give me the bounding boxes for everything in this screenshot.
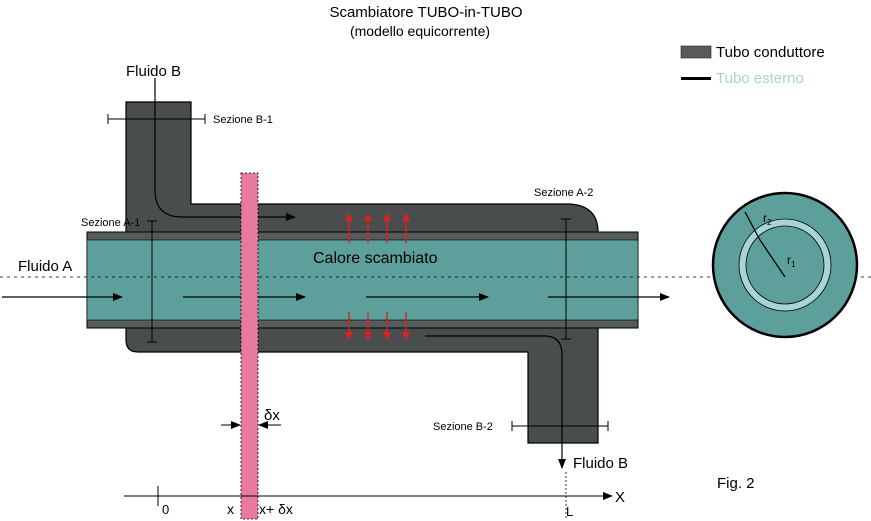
radius-r1-label: r1 — [787, 253, 796, 269]
radius-r1-line — [759, 239, 786, 278]
calore-scambiato-label: Calore scambiato — [313, 250, 438, 267]
figure-number: Fig. 2 — [717, 475, 755, 492]
fluido-a-label: Fluido A — [18, 258, 72, 275]
diagram-title: Scambiatore TUBO-in-TUBO — [329, 4, 522, 21]
x-axis-end-label: L — [566, 504, 573, 519]
fluid-b-outlet-arrow — [425, 335, 566, 469]
sezione-b2-label: Sezione B-2 — [433, 421, 493, 433]
heat-arrows-down — [345, 312, 410, 340]
fluido-b-outlet-label: Fluido B — [573, 455, 628, 472]
fluid-b-bend-arrow — [154, 189, 296, 221]
radius-r2-line — [744, 211, 761, 241]
legend: Tubo conduttore Tubo esterno — [680, 44, 825, 87]
fluid-a-channel — [86, 239, 639, 321]
sezione-b1-label: Sezione B-1 — [213, 114, 273, 126]
heat-arrows-up — [345, 213, 410, 243]
cross-section: r1 r2 — [711, 191, 859, 339]
sezione-a1-label: Sezione A-1 — [81, 217, 140, 229]
control-volume-slice — [240, 172, 259, 520]
diagram-subtitle: (modello equicorrente) — [350, 23, 490, 39]
x-axis-origin-label: 0 — [162, 502, 169, 517]
x-axis-x-label: x — [227, 501, 234, 517]
legend-swatch-outer — [681, 77, 711, 80]
x-axis-label: X — [615, 489, 625, 506]
sezione-a2-label: Sezione A-2 — [534, 187, 593, 199]
delta-x-label: δx — [264, 407, 280, 424]
fluido-b-inlet-label: Fluido B — [126, 63, 181, 80]
legend-swatch-conductor — [680, 45, 712, 59]
radius-r2-label: r2 — [763, 211, 772, 227]
cross-section-inner — [745, 225, 825, 305]
legend-label-outer: Tubo esterno — [716, 70, 804, 87]
legend-label-conductor: Tubo conduttore — [716, 44, 825, 61]
x-axis-xdx-label: x+ δx — [259, 501, 293, 517]
